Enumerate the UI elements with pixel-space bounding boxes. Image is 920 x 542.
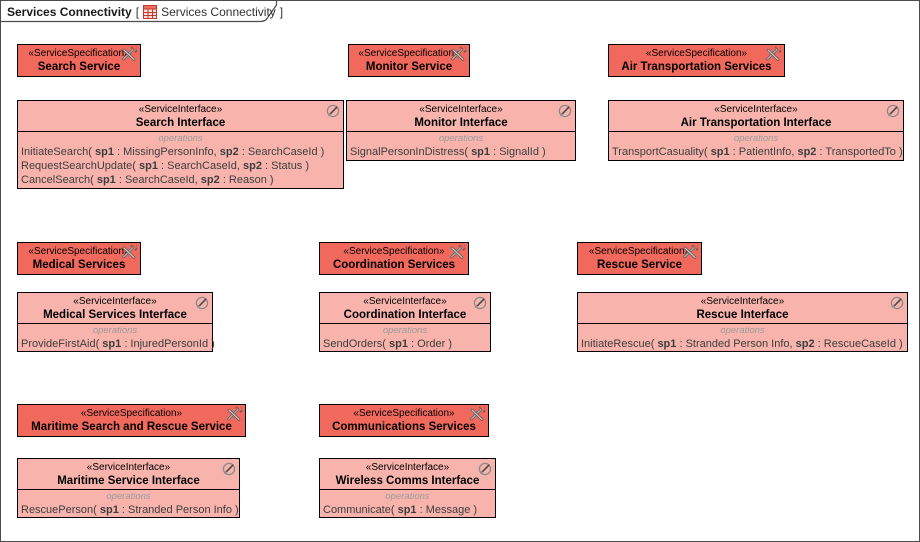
interface-ball-icon	[326, 104, 340, 118]
tools-icon	[450, 245, 465, 259]
operation: TransportCasuality( sp1 : PatientInfo, s…	[612, 146, 903, 158]
bracket-close: ]	[279, 4, 284, 19]
bracket-open: [	[135, 4, 140, 19]
operations-compartment: operations InitiateSearch( sp1 : Missing…	[18, 131, 343, 187]
stereotype-label: «ServiceSpecification»	[353, 408, 455, 419]
spec-medical-services[interactable]: «ServiceSpecification» Medical Services	[17, 242, 141, 275]
operations-label: operations	[733, 133, 779, 144]
stereotype-label: «ServiceSpecification»	[645, 48, 748, 59]
operations-compartment: operations SignalPersonInDistress( sp1 :…	[347, 131, 575, 159]
operations-label: operations	[382, 325, 428, 336]
interface-name: Wireless Comms Interface	[335, 475, 480, 487]
operations-compartment: operations InitiateRescue( sp1 : Strande…	[578, 323, 907, 351]
operation: RescuePerson( sp1 : Stranded Person Info…	[21, 504, 239, 516]
spec-air-transportation-services[interactable]: «ServiceSpecification» Air Transportatio…	[608, 44, 785, 77]
operation: InitiateSearch( sp1 : MissingPersonInfo,…	[21, 146, 325, 158]
spec-name: Maritime Search and Rescue Service	[31, 421, 232, 433]
operation: CancelSearch( sp1 : SearchCaseId, sp2 : …	[21, 174, 274, 186]
interface-name: Medical Services Interface	[43, 309, 187, 321]
interface-maritime-service-interface[interactable]: «ServiceInterface» Maritime Service Inte…	[17, 458, 240, 518]
interface-name: Rescue Interface	[696, 309, 789, 321]
tools-icon	[470, 407, 485, 421]
operations-label: operations	[385, 491, 430, 502]
spec-communications-services[interactable]: «ServiceSpecification» Communications Se…	[319, 404, 489, 437]
stereotype-label: «ServiceInterface»	[365, 462, 450, 473]
spec-monitor-service[interactable]: «ServiceSpecification» Monitor Service	[348, 44, 470, 77]
stereotype-label: «ServiceInterface»	[714, 104, 798, 115]
diagram-tab[interactable]: Services Connectivity [ Services Connect…	[1, 1, 283, 23]
spec-rescue-service[interactable]: «ServiceSpecification» Rescue Service	[577, 242, 702, 275]
operations-compartment: operations Communicate( sp1 : Message )	[320, 489, 495, 517]
operation: ProvideFirstAid( sp1 : InjuredPersonId )	[21, 338, 215, 350]
spec-coordination-services[interactable]: «ServiceSpecification» Coordination Serv…	[319, 242, 469, 275]
stereotype-label: «ServiceInterface»	[138, 104, 223, 115]
operation: SignalPersonInDistress( sp1 : SignalId )	[350, 146, 546, 158]
spec-name: Monitor Service	[365, 61, 453, 73]
spec-name: Medical Services	[32, 259, 126, 271]
tools-icon	[766, 47, 781, 61]
tools-icon	[122, 47, 137, 61]
interface-ball-icon	[558, 104, 572, 118]
spec-name: Search Service	[37, 61, 121, 73]
interface-name: Coordination Interface	[343, 309, 467, 321]
interface-wireless-comms-interface[interactable]: «ServiceInterface» Wireless Comms Interf…	[319, 458, 496, 518]
interface-ball-icon	[890, 296, 904, 310]
stereotype-label: «ServiceSpecification»	[28, 246, 130, 257]
interface-ball-icon	[478, 462, 492, 476]
operation: RequestSearchUpdate( sp1 : SearchCaseId,…	[21, 160, 310, 172]
operation: Communicate( sp1 : Message )	[323, 504, 478, 516]
interface-ball-icon	[195, 296, 209, 310]
operation: InitiateRescue( sp1 : Stranded Person In…	[581, 338, 903, 350]
spec-search-service[interactable]: «ServiceSpecification» Search Service	[17, 44, 141, 77]
operation: SendOrders( sp1 : Order )	[323, 338, 453, 350]
interface-name: Monitor Interface	[414, 117, 508, 129]
interface-name: Maritime Service Interface	[57, 475, 200, 487]
tab-outline	[1, 1, 278, 23]
stereotype-label: «ServiceInterface»	[86, 462, 171, 473]
tools-icon	[227, 407, 242, 421]
stereotype-label: «ServiceInterface»	[73, 296, 157, 307]
spec-name: Air Transportation Services	[621, 61, 772, 73]
operations-compartment: operations RescuePerson( sp1 : Stranded …	[18, 489, 239, 517]
spec-name: Coordination Services	[332, 259, 456, 271]
spec-maritime-search-and-rescue-service[interactable]: «ServiceSpecification» Maritime Search a…	[17, 404, 246, 437]
diagram-ref-name: Services Connectivity	[161, 4, 276, 19]
operations-label: operations	[106, 491, 151, 502]
spec-name: Communications Services	[332, 421, 476, 433]
tools-icon	[683, 245, 698, 259]
interface-ball-icon	[886, 104, 900, 118]
interface-medical-services-interface[interactable]: «ServiceInterface» Medical Services Inte…	[17, 292, 215, 352]
stereotype-label: «ServiceInterface»	[419, 104, 503, 115]
interface-name: Air Transportation Interface	[680, 117, 832, 129]
interface-air-transportation-interface[interactable]: «ServiceInterface» Air Transportation In…	[608, 100, 904, 161]
stereotype-label: «ServiceSpecification»	[343, 246, 445, 257]
tools-icon	[122, 245, 137, 259]
operations-compartment: operations TransportCasuality( sp1 : Pat…	[609, 131, 903, 159]
tools-icon	[451, 47, 466, 61]
stereotype-label: «ServiceSpecification»	[588, 246, 691, 257]
operations-label: operations	[92, 325, 138, 336]
stereotype-label: «ServiceSpecification»	[80, 408, 183, 419]
interface-ball-icon	[473, 296, 487, 310]
spec-name: Rescue Service	[596, 259, 683, 271]
diagram-title: Services Connectivity	[7, 4, 132, 19]
stereotype-label: «ServiceSpecification»	[28, 48, 130, 59]
stereotype-label: «ServiceSpecification»	[358, 48, 460, 59]
operations-label: operations	[438, 133, 484, 144]
interface-coordination-interface[interactable]: «ServiceInterface» Coordination Interfac…	[319, 292, 491, 352]
operations-label: operations	[720, 325, 765, 336]
operations-compartment: operations SendOrders( sp1 : Order )	[320, 323, 490, 351]
operations-label: operations	[158, 133, 203, 144]
stereotype-label: «ServiceInterface»	[700, 296, 785, 307]
stereotype-label: «ServiceInterface»	[363, 296, 447, 307]
interface-monitor-interface[interactable]: «ServiceInterface» Monitor Interface ope…	[346, 100, 576, 161]
interface-name: Search Interface	[135, 117, 226, 129]
operations-compartment: operations ProvideFirstAid( sp1 : Injure…	[18, 323, 215, 351]
interface-rescue-interface[interactable]: «ServiceInterface» Rescue Interface oper…	[577, 292, 908, 352]
diagram-icon	[143, 4, 158, 19]
interface-ball-icon	[222, 462, 236, 476]
interface-search-interface[interactable]: «ServiceInterface» Search Interface oper…	[17, 100, 344, 189]
